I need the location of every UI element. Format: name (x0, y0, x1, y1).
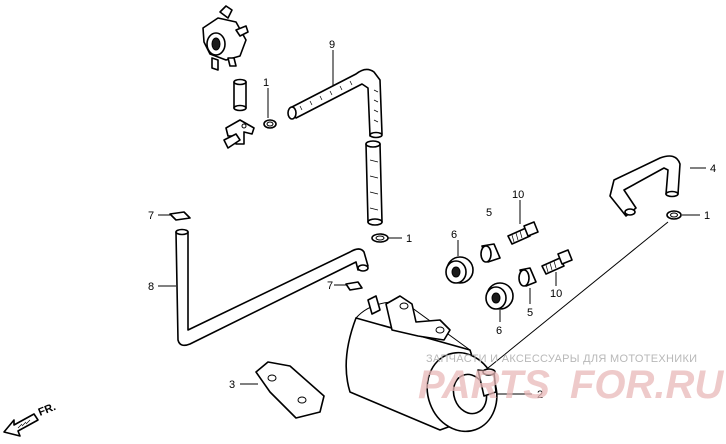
callout-3: 3 (229, 379, 235, 391)
watermark: ЗАПЧАСТИ И АКСЕССУАРЫ ДЛЯ МОТОТЕХНИКИ PA… (418, 353, 724, 407)
hose-8 (158, 228, 369, 347)
callout-2: 2 (537, 389, 543, 401)
vertical-hose (365, 140, 383, 226)
callout-10-lower: 10 (550, 288, 562, 300)
hose-4 (609, 155, 706, 217)
clip-7-lower (334, 281, 363, 291)
t-joint (223, 119, 255, 149)
watermark-caption: ЗАПЧАСТИ И АКСЕССУАРЫ ДЛЯ МОТОТЕХНИКИ (426, 353, 697, 365)
watermark-logo-right: FOR.RU (570, 363, 724, 407)
callout-5-upper: 5 (486, 207, 492, 219)
watermark-logo-left: PARTS (418, 363, 550, 407)
front-direction-indicator: FR. (3, 401, 58, 437)
callout-5-lower: 5 (527, 307, 533, 319)
hose-9 (287, 50, 383, 139)
callout-8: 8 (148, 281, 154, 293)
clip-7-upper (158, 211, 191, 221)
callout-7-lower: 7 (327, 280, 333, 292)
callout-1-upper: 1 (263, 77, 269, 89)
clip-1-upper (263, 88, 277, 129)
canister-2 (345, 295, 532, 433)
short-hose (233, 78, 247, 112)
bolt-10-lower (541, 249, 573, 286)
callout-7-upper: 7 (148, 210, 154, 222)
canister-bracket (385, 295, 451, 341)
callout-6-lower: 6 (496, 325, 502, 337)
bolt-10-upper (507, 200, 539, 245)
grommet-6-upper (445, 240, 474, 284)
callout-1-middle: 1 (406, 233, 412, 245)
purge-valve (202, 5, 249, 71)
callout-1-right: 1 (704, 210, 710, 222)
callout-9: 9 (329, 39, 335, 51)
clip-1-middle (371, 233, 402, 243)
front-label: FR. (37, 401, 58, 419)
spacer-5-lower (518, 267, 537, 304)
spacer-5-upper (480, 243, 501, 263)
grommet-6-lower (485, 282, 514, 322)
callout-4: 4 (710, 163, 716, 175)
callout-6-upper: 6 (451, 229, 457, 241)
clip-1-right (666, 210, 700, 220)
vent-line (487, 221, 669, 369)
callout-10-upper: 10 (512, 189, 524, 201)
bracket-3 (240, 361, 325, 419)
